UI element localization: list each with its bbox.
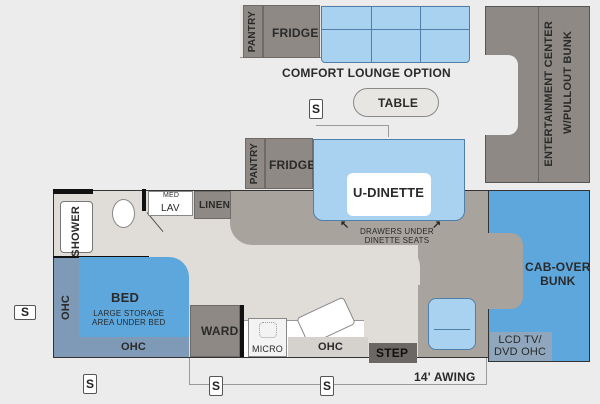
ohc-bottom: OHC (79, 337, 189, 357)
microwave: MICRO (248, 318, 287, 357)
awning (189, 358, 487, 385)
stove-icon (259, 322, 277, 338)
wardrobe: WARD (190, 305, 240, 357)
lounge-fridge: FRIDGE (263, 5, 320, 58)
slide-marker: S (14, 305, 36, 320)
slide-marker: S (209, 376, 223, 396)
dinette-pantry: PANTRY (245, 138, 265, 189)
linen-cabinet: LINEN (194, 191, 231, 219)
lavatory: MED LAV (148, 191, 193, 216)
arrow-icon: ↗ (432, 219, 442, 231)
sofa (321, 6, 470, 63)
table: TABLE (353, 88, 439, 117)
galley-ohc: OHC (288, 337, 368, 357)
u-dinette-seats: U-DINETTE (313, 139, 465, 221)
dinette-fridge: FRIDGE (265, 138, 315, 189)
arrow-icon: ↖ (340, 219, 350, 231)
chair (428, 298, 476, 350)
ohc-side: OHC (54, 257, 79, 357)
toilet (112, 199, 135, 228)
u-dinette-table: U-DINETTE (347, 173, 431, 216)
shower: SHOWER (60, 201, 93, 257)
slide-marker: S (83, 374, 97, 394)
slide-marker: S (309, 99, 323, 119)
lcd-tv-ohc: LCD TV/DVD OHC (490, 332, 552, 361)
step: STEP (369, 343, 417, 363)
comfort-lounge-caption: COMFORT LOUNGE OPTION (282, 66, 451, 80)
awning-label: 14' AWING (414, 370, 476, 384)
lounge-pantry: PANTRY (243, 5, 263, 58)
entertainment-center: ENTERTAINMENT CENTER W/PULLOUT BUNK (485, 6, 590, 183)
slide-marker: S (320, 376, 334, 396)
